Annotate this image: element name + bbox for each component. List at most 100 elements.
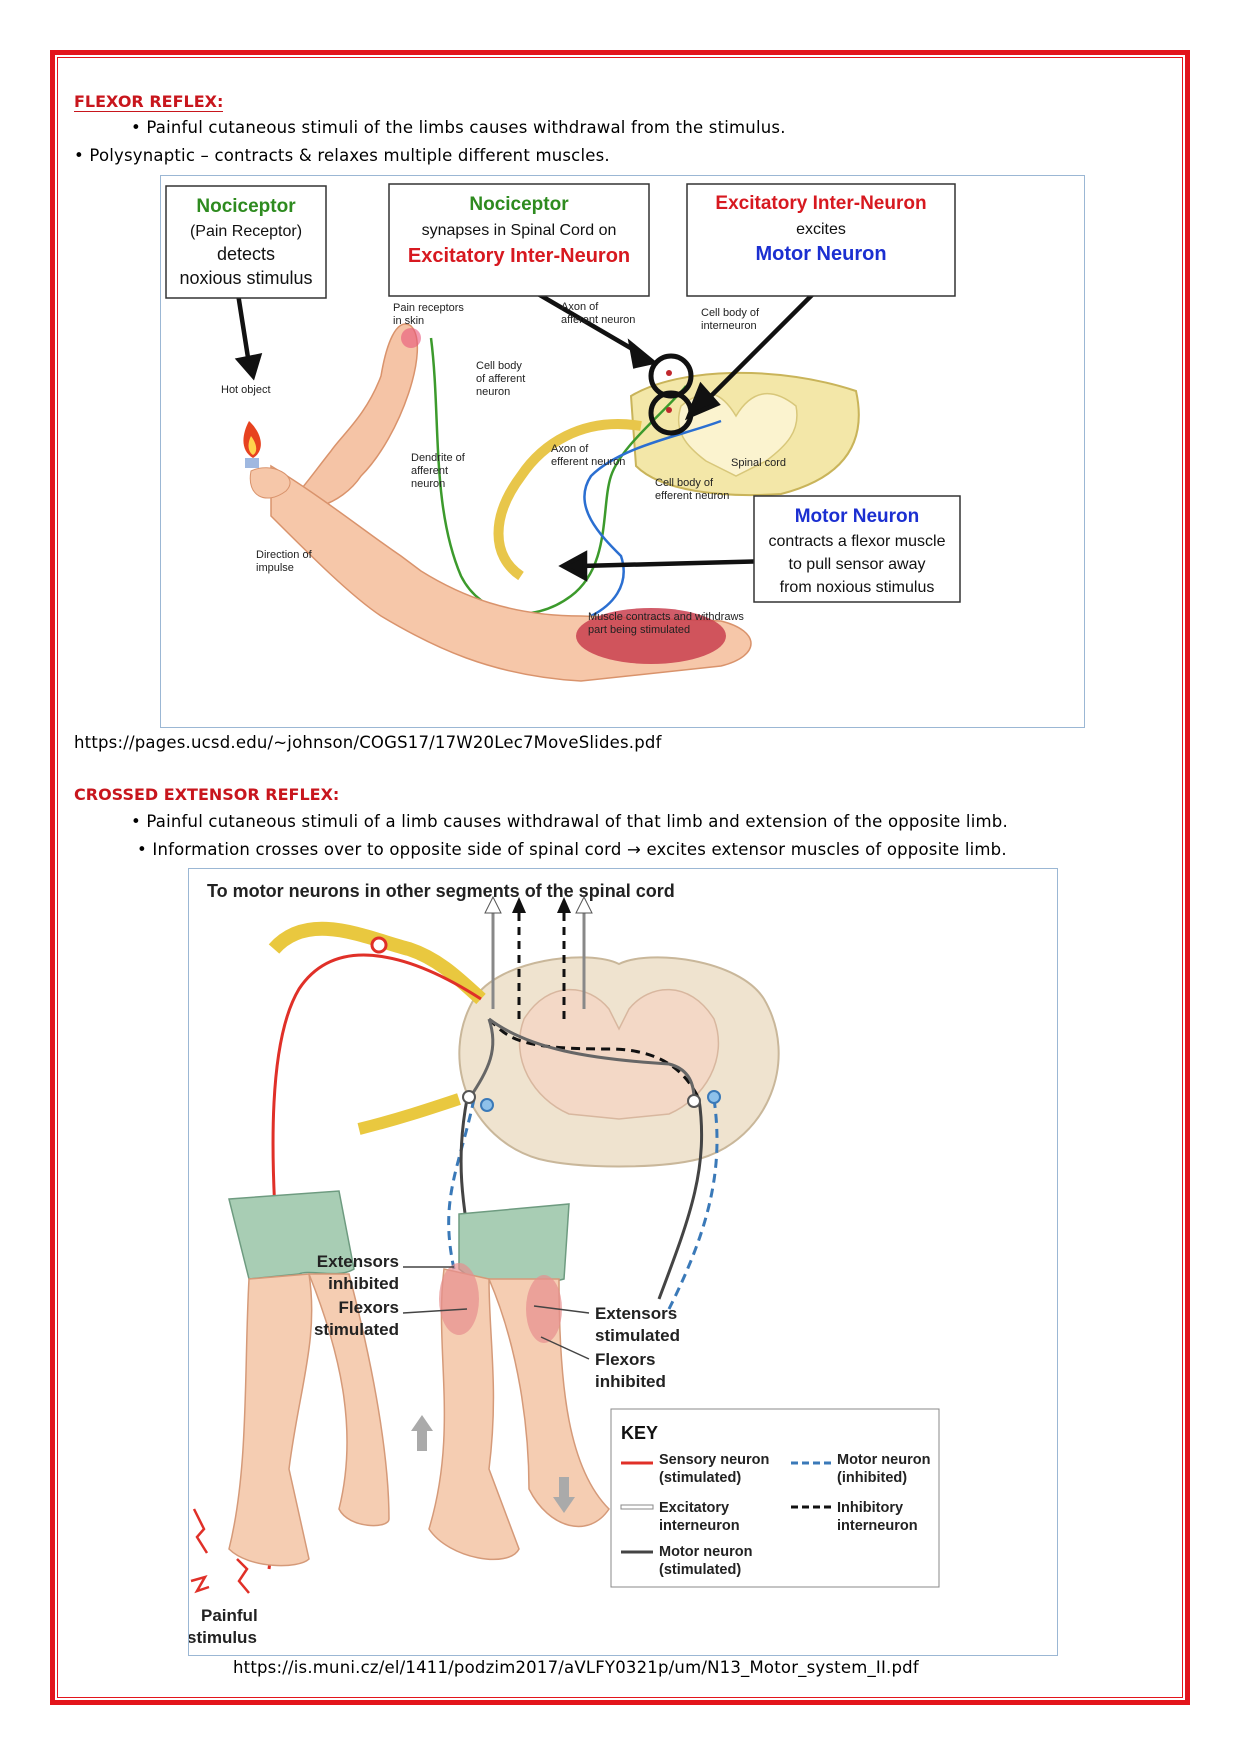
excitatory-interneuron-box: Excitatory Inter-Neuron excites Motor Ne… xyxy=(686,183,956,297)
label-flexors-stimulated-2: stimulated xyxy=(314,1320,399,1339)
label-axon-afferent-1: Axon of xyxy=(561,301,599,313)
flexor-source-url: https://pages.ucsd.edu/~johnson/COGS17/1… xyxy=(74,733,662,752)
crossed-bullet-1: • Painful cutaneous stimuli of a limb ca… xyxy=(131,812,1008,831)
label-muscle-2: part being stimulated xyxy=(588,624,690,636)
sensory-cell-body xyxy=(370,936,388,954)
label-cell-body-inter-1: Cell body of xyxy=(701,307,760,319)
crossed-figure-title: To motor neurons in other segments of th… xyxy=(207,881,675,901)
arm-illustration xyxy=(249,323,752,682)
label-direction-1: Direction of xyxy=(256,549,313,561)
pain-receptor-dot xyxy=(401,328,421,348)
label-cell-body-aff-2: of afferent xyxy=(476,373,525,385)
key-inhibitory-2: interneuron xyxy=(837,1518,918,1534)
page-border-inner xyxy=(57,57,1183,1698)
excitatory-interneuron-right xyxy=(488,1017,696,1100)
label-axon-efferent-2: efferent neuron xyxy=(551,456,625,468)
spinal-cord-cross-section xyxy=(458,956,780,1168)
crossed-heading: CROSSED EXTENSOR REFLEX: xyxy=(74,785,340,804)
right-motor-stimulated xyxy=(657,1098,704,1300)
key-motor-stimulated-1: Motor neuron xyxy=(659,1544,752,1560)
label-flexors-stimulated-1: Flexors xyxy=(339,1298,399,1317)
label-dendrite-2: afferent xyxy=(411,465,448,477)
box4-line2: to pull sensor away xyxy=(789,556,926,573)
key-excitatory-2: interneuron xyxy=(659,1518,740,1534)
pain-zigzags xyxy=(190,1508,250,1594)
label-cell-body-inter-2: interneuron xyxy=(701,320,757,332)
movement-arrows xyxy=(411,1415,575,1513)
nerve-root xyxy=(493,419,642,581)
box4-line1: contracts a flexor muscle xyxy=(769,533,946,550)
label-cell-body-eff-2: efferent neuron xyxy=(655,490,729,502)
box1-line2: detects xyxy=(217,244,275,264)
label-extensors-stimulated-2: stimulated xyxy=(595,1326,680,1345)
box1-line3: noxious stimulus xyxy=(179,268,312,288)
label-flexors-inhibited-2: inhibited xyxy=(595,1372,666,1391)
motor-neuron-box: Motor Neuron contracts a flexor muscle t… xyxy=(753,495,961,603)
right-motor-inhibited xyxy=(667,1098,719,1310)
box3-line2: Motor Neuron xyxy=(755,243,886,265)
label-leader-lines xyxy=(402,1266,590,1360)
excitatory-interneuron-left xyxy=(467,1018,495,1100)
flexor-bullet-1: • Painful cutaneous stimuli of the limbs… xyxy=(131,118,786,137)
crossed-bullet-2: • Information crosses over to opposite s… xyxy=(137,840,1007,859)
label-cell-body-eff-1: Cell body of xyxy=(655,477,714,489)
crossed-source-url: https://is.muni.cz/el/1411/podzim2017/aV… xyxy=(233,1658,919,1677)
right-shorts xyxy=(458,1203,570,1285)
flexor-muscle xyxy=(576,608,726,664)
page-border xyxy=(50,50,1190,1705)
box4-line3: from noxious stimulus xyxy=(780,579,935,596)
label-muscle-1: Muscle contracts and withdraws xyxy=(588,611,744,623)
label-flexors-inhibited-1: Flexors xyxy=(595,1350,655,1369)
dorsal-root xyxy=(268,921,486,1005)
box4-title: Motor Neuron xyxy=(795,506,920,527)
motor-cell-right-blue xyxy=(707,1090,721,1104)
key-sensory-1: Sensory neuron xyxy=(659,1452,769,1468)
key-inhibitory-1: Inhibitory xyxy=(837,1500,903,1516)
label-extensors-stimulated-1: Extensors xyxy=(595,1304,677,1323)
label-cell-body-aff-1: Cell body xyxy=(476,360,522,372)
left-motor-inhibited xyxy=(447,1098,476,1270)
key-motor-inhibited-1: Motor neuron xyxy=(837,1452,930,1468)
label-axon-efferent-1: Axon of xyxy=(551,443,589,455)
afferent-neuron-path xyxy=(429,337,687,615)
motor-cell-right xyxy=(687,1094,701,1108)
label-pain-receptors-2: in skin xyxy=(393,315,424,327)
nociceptor-detects-box: Nociceptor (Pain Receptor) detects noxio… xyxy=(165,185,327,299)
box1-title: Nociceptor xyxy=(196,196,296,217)
hot-object-candle xyxy=(243,421,261,468)
box2-title: Nociceptor xyxy=(469,194,569,215)
crossed-extensor-figure: To motor neurons in other segments of th… xyxy=(187,868,1058,1656)
label-extensors-inhibited-2: inhibited xyxy=(328,1274,399,1293)
label-direction-2: impulse xyxy=(256,562,294,574)
motor-cell-left-blue xyxy=(480,1098,494,1112)
nociceptor-synapses-box: Nociceptor synapses in Spinal Cord on Ex… xyxy=(388,183,650,297)
box3-title: Excitatory Inter-Neuron xyxy=(715,193,926,214)
label-extensors-inhibited-1: Extensors xyxy=(317,1252,399,1271)
label-dendrite-3: neuron xyxy=(411,478,445,490)
key-motor-stimulated-2: (stimulated) xyxy=(659,1562,741,1578)
label-spinal-cord: Spinal cord xyxy=(731,457,786,469)
box1-line1: (Pain Receptor) xyxy=(190,223,302,240)
label-painful-stimulus-1: Painful xyxy=(201,1606,258,1625)
box3-line1: excites xyxy=(796,221,846,238)
label-dendrite-1: Dendrite of xyxy=(411,452,466,464)
flexor-heading: FLEXOR REFLEX: xyxy=(74,92,224,112)
label-painful-stimulus-2: stimulus xyxy=(189,1628,257,1647)
box2-line2: Excitatory Inter-Neuron xyxy=(408,245,630,267)
figure-key: KEY Sensory neuron (stimulated) Excitato… xyxy=(610,1408,940,1588)
label-axon-afferent-2: afferent neuron xyxy=(561,314,635,326)
efferent-neuron-path xyxy=(583,419,722,618)
flexor-bullet-2: • Polysynaptic – contracts & relaxes mul… xyxy=(74,146,610,165)
key-motor-inhibited-2: (inhibited) xyxy=(837,1470,907,1486)
interneuron-highlight-circle xyxy=(648,353,694,399)
key-excitatory-1: Excitatory xyxy=(659,1500,729,1516)
motor-cell-left xyxy=(462,1090,476,1104)
label-pain-receptors-1: Pain receptors xyxy=(393,302,464,314)
label-cell-body-aff-3: neuron xyxy=(476,386,510,398)
ascending-arrows xyxy=(484,895,593,1019)
legs-illustration xyxy=(228,1190,610,1567)
ventral-root xyxy=(357,1093,461,1135)
flexor-reflex-figure: Nociceptor (Pain Receptor) detects noxio… xyxy=(160,175,1085,728)
label-hot-object: Hot object xyxy=(221,384,271,396)
key-title: KEY xyxy=(621,1423,658,1443)
